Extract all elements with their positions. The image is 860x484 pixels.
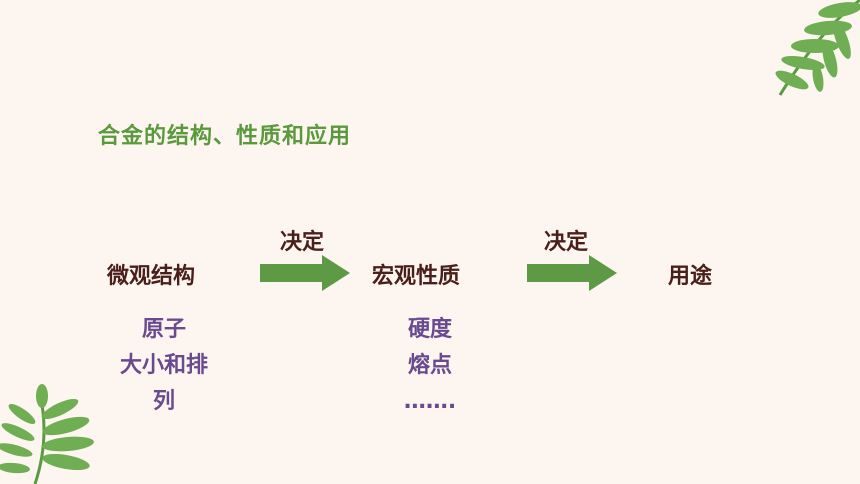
macro-details: 硬度 熔点 ……. [380, 312, 480, 420]
detail-line: 列 [152, 389, 175, 414]
leaf-decoration-bottom-left [0, 384, 94, 484]
detail-line: 硬度 [407, 317, 452, 342]
arrow-label-1: 决定 [280, 230, 325, 255]
detail-line: 大小和排 [119, 353, 208, 378]
detail-line: ……. [403, 389, 457, 414]
arrow-right-icon [260, 255, 350, 291]
arrow-right-icon [527, 255, 617, 291]
slide-title: 合金的结构、性质和应用 [98, 124, 352, 149]
node-micro-structure: 微观结构 [107, 264, 196, 289]
leaf-decoration-top-right [775, 0, 860, 96]
node-macro-property: 宏观性质 [372, 264, 461, 289]
detail-line: 原子 [141, 317, 186, 342]
arrow-label-2: 决定 [544, 230, 589, 255]
detail-line: 熔点 [407, 353, 452, 378]
node-usage: 用途 [668, 264, 713, 289]
micro-details: 原子 大小和排 列 [96, 312, 232, 420]
